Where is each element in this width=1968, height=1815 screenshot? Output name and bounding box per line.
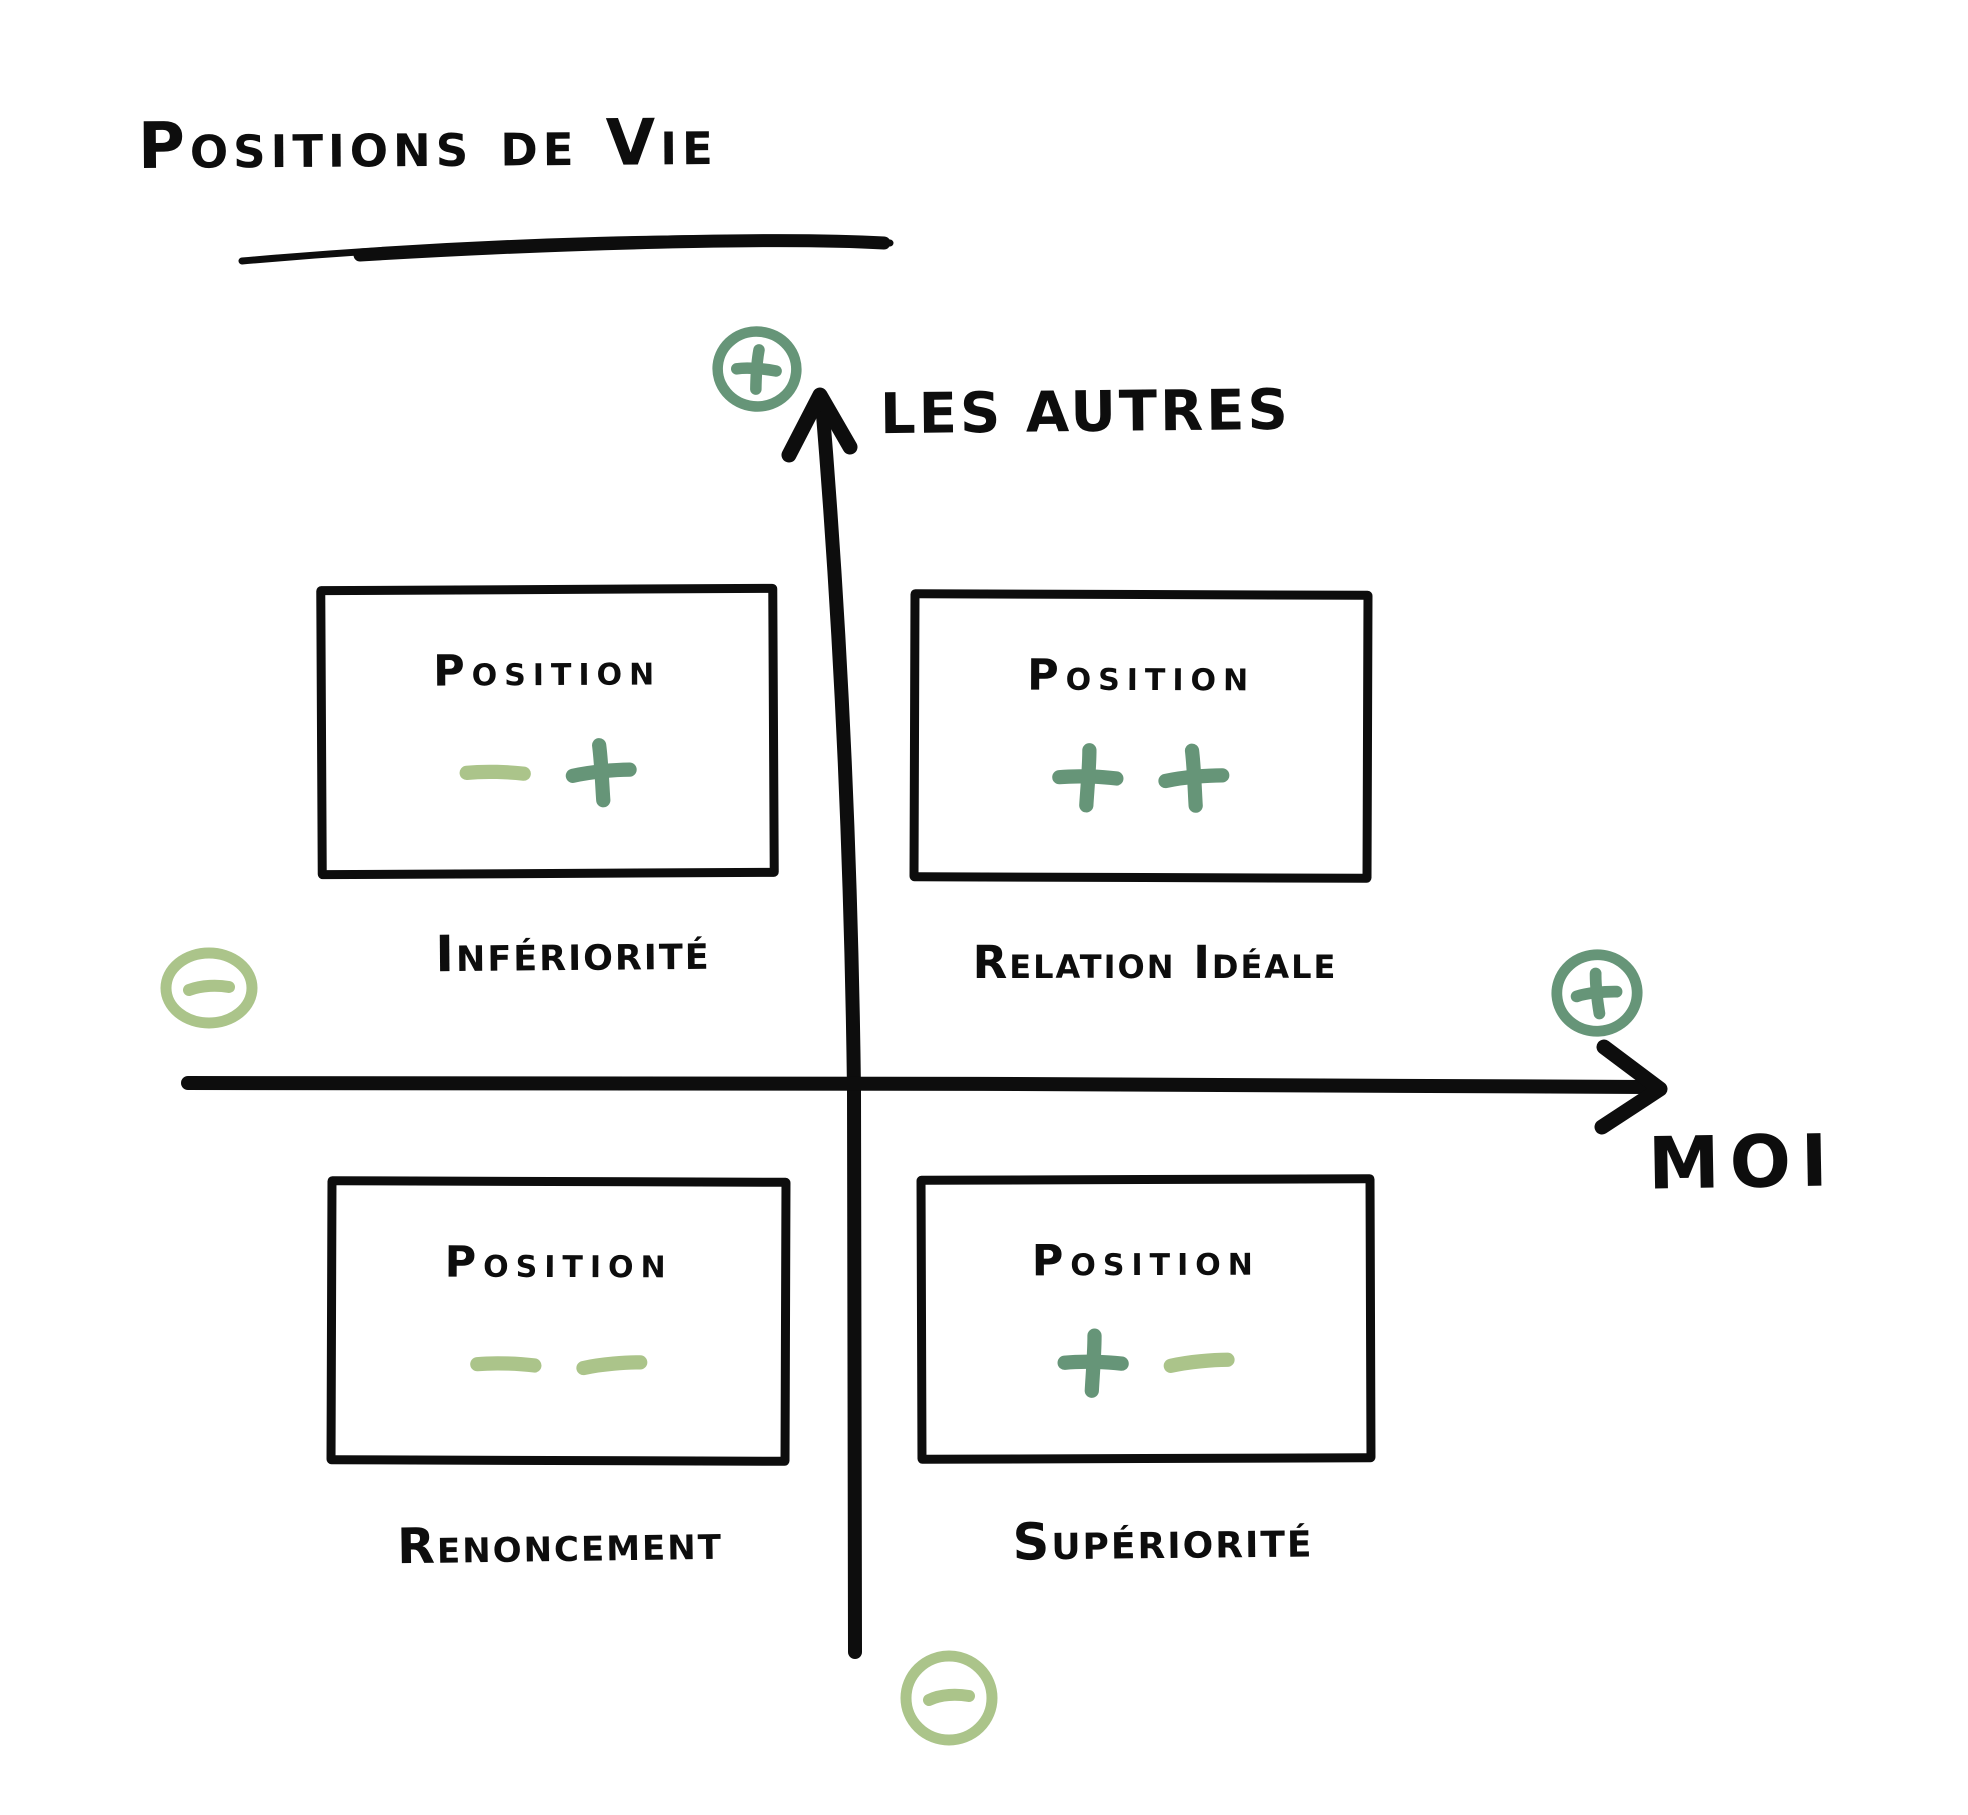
circled-minus-icon bbox=[158, 945, 260, 1031]
quadrant-label-superiority: Supériorité bbox=[1012, 1510, 1314, 1573]
minus-icon bbox=[469, 1356, 541, 1373]
minus-icon bbox=[459, 764, 531, 781]
quadrant-label-renunciation: Renoncement bbox=[396, 1513, 724, 1576]
title-underline bbox=[238, 235, 894, 265]
plus-icon bbox=[1057, 1328, 1129, 1398]
plus-icon bbox=[1052, 743, 1124, 813]
quadrant-signs bbox=[1055, 1323, 1237, 1404]
plus-icon bbox=[1158, 743, 1230, 813]
quadrant-label-ideal-relation: Relation Idéale bbox=[972, 936, 1338, 989]
horizontal-axis-arrowhead bbox=[1594, 1039, 1668, 1135]
horizontal-axis-line bbox=[181, 1075, 1653, 1094]
vertical-axis-line bbox=[815, 395, 863, 1659]
quadrant-heading: Position bbox=[433, 645, 662, 697]
quadrant-heading: Position bbox=[1031, 1235, 1260, 1287]
quadrant-signs bbox=[457, 733, 639, 814]
quadrant-heading: Position bbox=[1027, 650, 1256, 702]
plus-icon bbox=[565, 738, 637, 808]
page-title: Positions de Vie bbox=[137, 105, 719, 185]
quadrant-box-bottom-left: Position bbox=[326, 1176, 791, 1466]
title-underline-thick bbox=[353, 234, 891, 262]
quadrant-signs bbox=[467, 1325, 649, 1406]
circled-minus-icon bbox=[897, 1648, 1001, 1748]
horizontal-axis-label: MOI bbox=[1647, 1118, 1839, 1206]
minus-icon bbox=[1163, 1352, 1235, 1373]
quadrant-heading: Position bbox=[444, 1237, 673, 1289]
quadrant-signs bbox=[1050, 738, 1232, 819]
circled-plus-icon bbox=[1545, 941, 1650, 1046]
circled-plus-icon bbox=[704, 316, 810, 422]
vertical-axis-label: LES AUTRES bbox=[879, 377, 1292, 448]
quadrant-box-top-left: Position bbox=[316, 583, 779, 880]
minus-icon bbox=[575, 1355, 647, 1376]
quadrant-box-top-right: Position bbox=[909, 589, 1373, 883]
quadrant-label-inferiority: Infériorité bbox=[435, 922, 711, 984]
quadrant-box-bottom-right: Position bbox=[916, 1174, 1376, 1464]
